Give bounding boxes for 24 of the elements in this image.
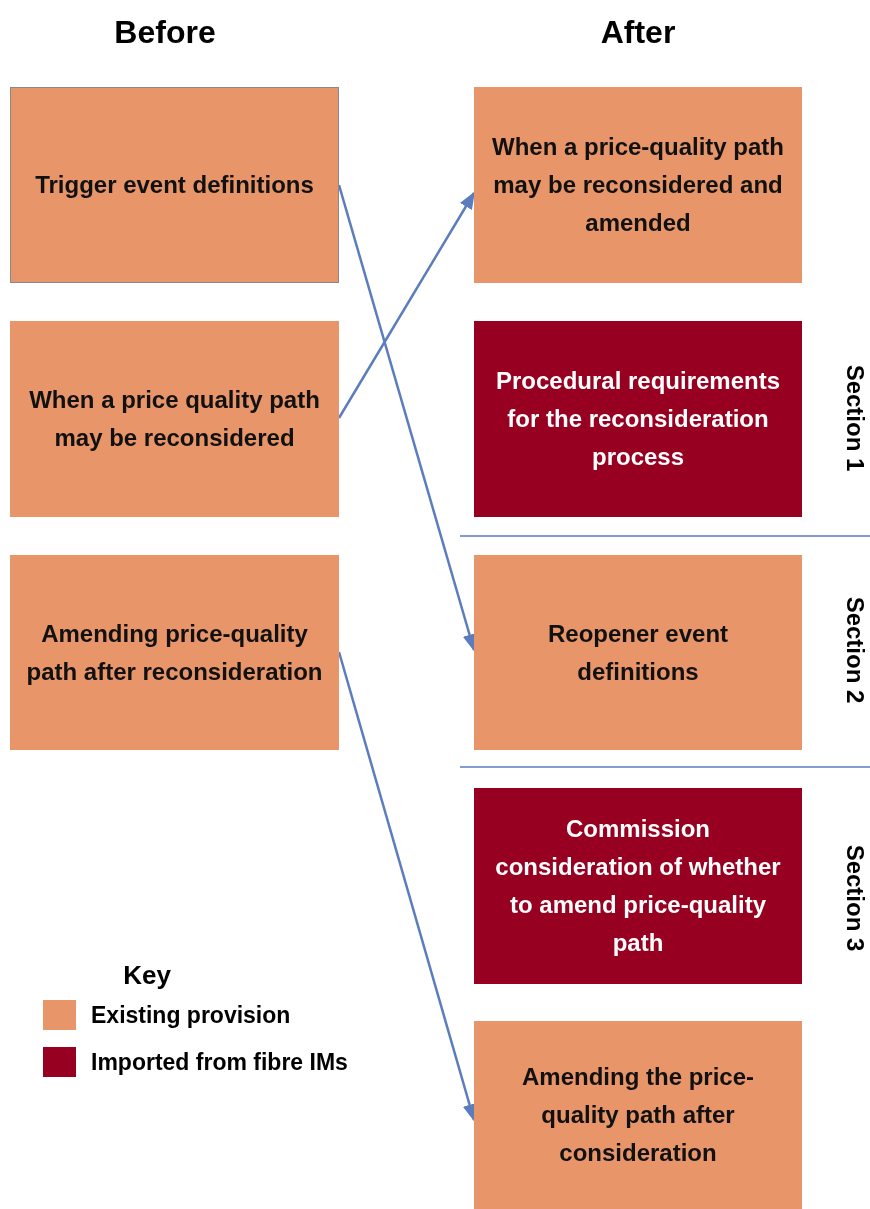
provision-text: Amending the price-quality path after consideration xyxy=(521,1062,755,1168)
provision-box xyxy=(474,1021,802,1209)
provision-text: When a price quality path may be reconsidered xyxy=(28,385,321,453)
provision-text: Commission consideration of whether to amend price-quality path xyxy=(494,814,782,958)
legend-title: Key xyxy=(123,959,171,991)
provision-box xyxy=(474,87,802,283)
provision-text: Trigger event definitions xyxy=(35,170,314,200)
provision-box xyxy=(474,321,802,517)
provision-box xyxy=(474,555,802,750)
provision-text: Amending price-quality path after reconsideration xyxy=(25,618,324,687)
section-label: Section 1 xyxy=(841,364,869,472)
provision-box xyxy=(10,555,339,750)
section-label: Section 2 xyxy=(841,596,869,704)
column-heading: Before xyxy=(114,13,216,51)
provision-text: Procedural requirements for the reconsideration process xyxy=(494,366,782,472)
provision-text: When a price-quality path may be reconsidered and amended xyxy=(491,132,785,238)
provision-text: Reopener event definitions xyxy=(546,618,730,687)
legend-text: Imported from fibre IMs xyxy=(91,1048,348,1077)
section-label: Section 3 xyxy=(841,844,869,952)
provision-box xyxy=(474,788,802,984)
provision-box xyxy=(10,321,339,517)
legend-text: Existing provision xyxy=(91,1001,291,1030)
column-heading: After xyxy=(600,13,676,51)
provision-box xyxy=(10,87,339,283)
